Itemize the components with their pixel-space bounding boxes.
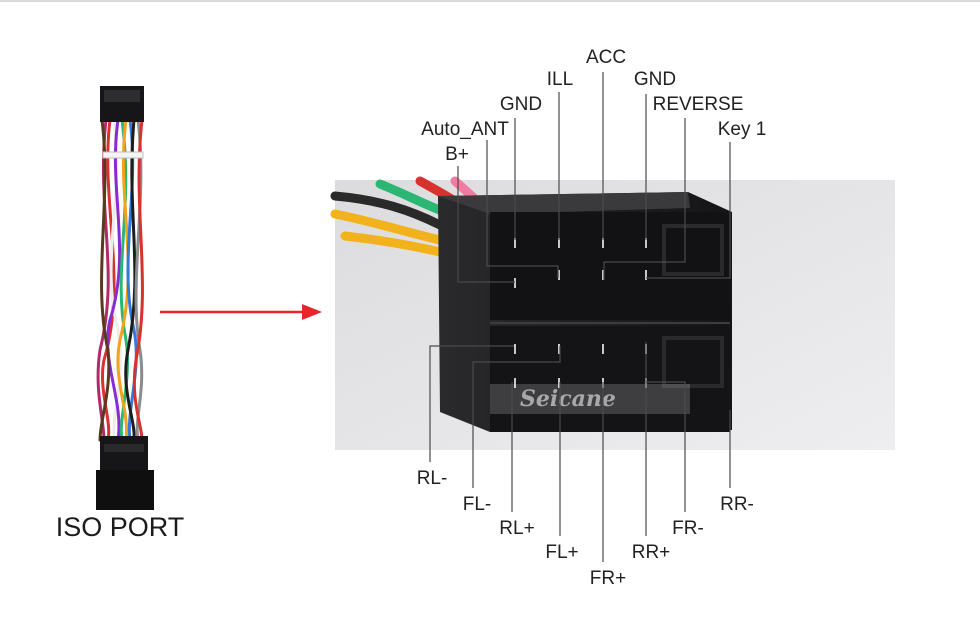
pin-label-auto-ant: Auto_ANT xyxy=(421,119,509,140)
pin-label-rr-minus: RR- xyxy=(720,494,754,515)
pin-label-rl-plus: RL+ xyxy=(499,518,534,539)
watermark: Seicane xyxy=(520,386,616,412)
leader-line-key1 xyxy=(646,142,731,279)
iso-port-caption: ISO PORT xyxy=(55,512,185,542)
top-divider xyxy=(0,0,980,2)
connector-photo: Seicane xyxy=(330,176,895,450)
pin-label-fr-plus: FR+ xyxy=(590,568,626,589)
pin-label-gnd-left: GND xyxy=(500,94,542,115)
pin-label-fr-minus: FR- xyxy=(672,518,704,539)
pin-label-key1: Key 1 xyxy=(718,119,767,140)
leader-line-bplus xyxy=(457,166,515,283)
bottom-pin-labels: RL- FL- RL+ FL+ FR+ RR+ FR- RR- xyxy=(417,468,754,589)
leader-lines xyxy=(429,72,731,562)
leader-line-auto-ant xyxy=(486,140,559,278)
pin-label-rl-minus: RL- xyxy=(417,468,448,489)
pin-label-acc: ACC xyxy=(586,47,626,68)
pin-label-gnd-right: GND xyxy=(634,69,676,90)
pin-label-fl-minus: FL- xyxy=(463,494,492,515)
leader-line-fl-minus xyxy=(472,346,561,488)
pin-label-rr-plus: RR+ xyxy=(632,542,671,563)
pin-label-ill: ILL xyxy=(547,69,573,90)
iso-harness-illustration xyxy=(96,86,154,510)
leader-line-rl-minus xyxy=(429,345,514,462)
pin-label-fl-plus: FL+ xyxy=(545,542,578,563)
top-pin-labels: ACC ILL GND GND REVERSE Auto_ANT Key 1 B… xyxy=(421,47,766,165)
leader-line-fr-minus xyxy=(645,342,686,512)
arrow-icon xyxy=(160,304,322,320)
leader-line-reverse xyxy=(603,118,686,280)
pin-label-bplus: B+ xyxy=(445,144,469,165)
pin-label-reverse: REVERSE xyxy=(653,94,744,115)
